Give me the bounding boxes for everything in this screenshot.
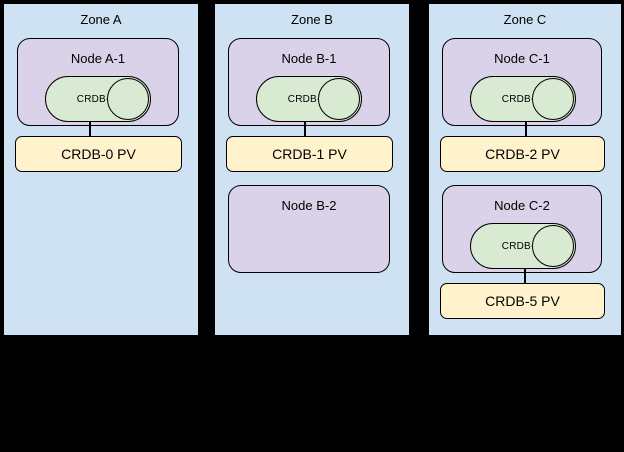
crdb-5-pv-box: CRDB-5 PV (440, 283, 605, 319)
crdb-0-database-cylinder-icon: CRDB-0 (45, 76, 151, 122)
node-c-2-title: Node C-2 (494, 198, 550, 213)
crdb-0-label: CRDB-0 (76, 93, 116, 105)
crdb-2-database-cylinder-icon: CRDB-2 (470, 76, 576, 122)
connector-node-c-2-to-pv (524, 268, 526, 284)
zone-c: Zone C Node C-1 CRDB-2 CRDB-2 PV Node C-… (428, 3, 622, 336)
connector-node-c-1-to-pv (525, 121, 527, 137)
crdb-1-database-cylinder-icon: CRDB-1 (256, 76, 362, 122)
crdb-5-label: CRDB-5 (501, 240, 541, 252)
crdb-0-pv-box: CRDB-0 PV (15, 136, 182, 172)
node-c-2: Node C-2 CRDB-5 (442, 185, 602, 273)
crdb-5-database-cylinder-icon: CRDB-5 (470, 223, 576, 269)
crdb-2-label: CRDB-2 (501, 93, 541, 105)
zone-a-title: Zone A (80, 12, 122, 27)
connector-node-a-1-to-pv (89, 121, 91, 137)
crdb-1-pv-box: CRDB-1 PV (226, 136, 393, 172)
crdb-1-label: CRDB-1 (287, 93, 327, 105)
zone-b-title: Zone B (291, 12, 333, 27)
zone-a: Zone A Node A-1 CRDB-0 CRDB-0 PV (3, 3, 199, 336)
node-b-2-title: Node B-2 (281, 198, 337, 213)
zone-c-title: Zone C (503, 12, 547, 27)
zone-b: Zone B Node B-1 CRDB-1 CRDB-1 PV Node B-… (214, 3, 410, 336)
node-c-1: Node C-1 CRDB-2 (442, 38, 602, 126)
node-a-1: Node A-1 CRDB-0 (17, 38, 179, 126)
node-b-1-title: Node B-1 (281, 51, 337, 66)
connector-node-b-1-to-pv (304, 121, 306, 137)
node-b-2: Node B-2 (228, 185, 390, 273)
node-a-1-title: Node A-1 (70, 51, 126, 66)
node-c-1-title: Node C-1 (494, 51, 550, 66)
node-b-1: Node B-1 CRDB-1 (228, 38, 390, 126)
crdb-2-pv-box: CRDB-2 PV (440, 136, 605, 172)
